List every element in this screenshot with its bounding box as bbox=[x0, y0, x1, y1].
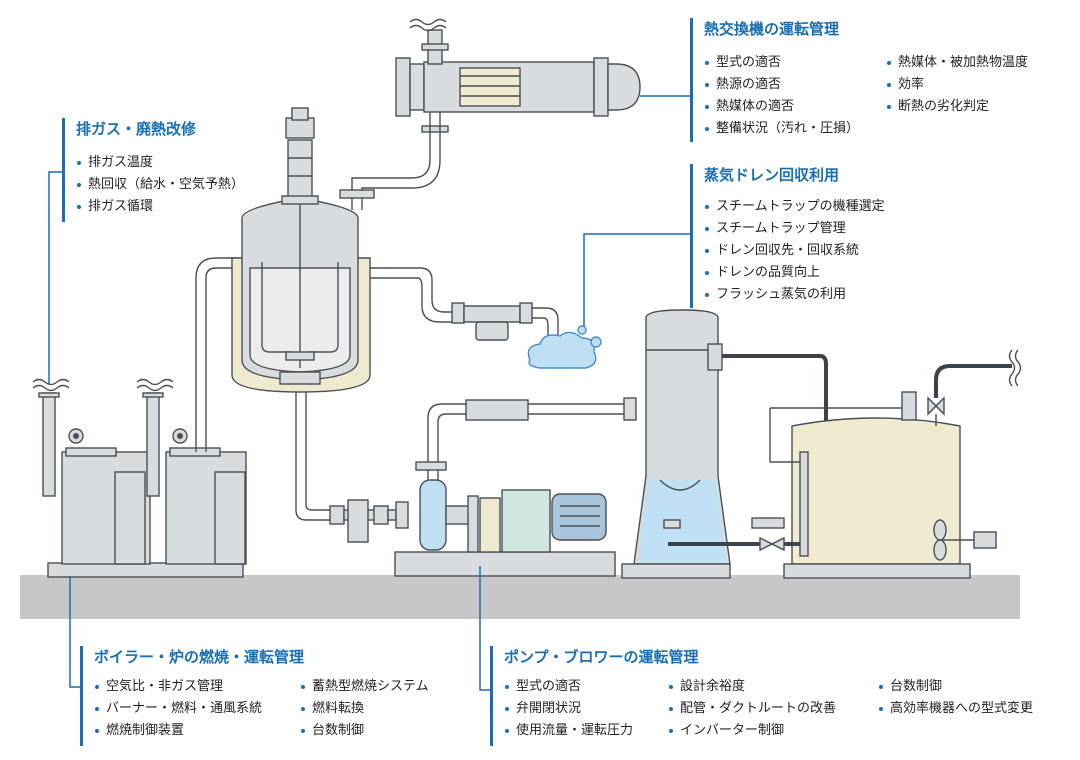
list-item: 型式の適否 bbox=[504, 676, 633, 698]
reactor-vessel bbox=[231, 107, 371, 521]
list-item: 設計余裕度 bbox=[668, 676, 836, 698]
list-item: 燃焼制御装置 bbox=[94, 720, 262, 742]
list-item: 排ガス循環 bbox=[76, 196, 244, 218]
list-item: 効率 bbox=[886, 74, 1028, 96]
panel-title: 蒸気ドレン回収利用 bbox=[704, 166, 840, 184]
list-item: 燃料転換 bbox=[300, 698, 429, 720]
heat-exchanger bbox=[339, 18, 641, 210]
panel-accent-bar bbox=[690, 164, 693, 308]
steam-trap bbox=[370, 267, 559, 341]
panel-pump: ポンプ・ブロワーの運転管理 型式の適否 弁開閉状況 使用流量・運転圧力 設計余裕… bbox=[490, 646, 1075, 746]
boiler-right bbox=[165, 428, 247, 565]
list-item: バーナー・燃料・通風系統 bbox=[94, 698, 262, 720]
list-item: フラッシュ蒸気の利用 bbox=[704, 284, 885, 306]
steam-pipe-boiler-reactor bbox=[195, 257, 238, 452]
list-item: 配管・ダクトルートの改善 bbox=[668, 698, 836, 720]
list-item: スチームトラップの機種選定 bbox=[704, 196, 885, 218]
list-item: 蓄熱型燃焼システム bbox=[300, 676, 429, 698]
list-item: 台数制御 bbox=[878, 676, 1033, 698]
pump-assembly bbox=[329, 397, 637, 577]
list-item: 型式の適否 bbox=[704, 52, 859, 74]
deaerator-tower bbox=[621, 309, 828, 579]
panel-exhaust: 排ガス・廃熱改修 排ガス温度 熱回収（給水・空気予熱） 排ガス循環 bbox=[62, 118, 302, 222]
panel-title: ポンプ・ブロワーの運転管理 bbox=[504, 648, 699, 666]
list-item: 高効率機器への型式変更 bbox=[878, 698, 1033, 720]
list-item: 熱媒体の適否 bbox=[704, 96, 859, 118]
panel-accent-bar bbox=[690, 18, 693, 142]
floor bbox=[20, 575, 1020, 619]
panel-accent-bar bbox=[490, 646, 493, 746]
list-item: 断熱の劣化判定 bbox=[886, 96, 1028, 118]
panel-heat-exchanger: 熱交換機の運転管理 型式の適否 熱源の適否 熱媒体の適否 整備状況（汚れ・圧損）… bbox=[690, 18, 1070, 142]
panel-title: 熱交換機の運転管理 bbox=[704, 20, 840, 38]
boiler-left bbox=[47, 428, 244, 578]
list-item: 熱媒体・被加熱物温度 bbox=[886, 52, 1028, 74]
exhaust-stacks bbox=[32, 378, 174, 497]
list-item: 熱源の適否 bbox=[704, 74, 859, 96]
list-item: 弁開閉状況 bbox=[504, 698, 633, 720]
flash-steam-cloud bbox=[527, 331, 597, 369]
leader-lines bbox=[48, 95, 690, 691]
list-item: 台数制御 bbox=[300, 720, 429, 742]
panel-accent-bar bbox=[62, 118, 65, 222]
list-item: ドレンの品質向上 bbox=[704, 262, 885, 284]
list-item: 空気比・非ガス管理 bbox=[94, 676, 262, 698]
panel-title: ボイラー・炉の燃焼・運転管理 bbox=[94, 648, 305, 666]
list-item: 整備状況（汚れ・圧損） bbox=[704, 118, 859, 140]
list-item: 使用流量・運転圧力 bbox=[504, 720, 633, 742]
list-item: ドレン回収先・回収系統 bbox=[704, 240, 885, 262]
list-item: スチームトラップ管理 bbox=[704, 218, 885, 240]
panel-accent-bar bbox=[80, 646, 83, 746]
list-item: インバーター制御 bbox=[668, 720, 836, 742]
panel-boiler: ボイラー・炉の燃焼・運転管理 空気比・非ガス管理 バーナー・燃料・通風系統 燃焼… bbox=[80, 646, 480, 746]
list-item: 熱回収（給水・空気予熱） bbox=[76, 174, 244, 196]
panel-title: 排ガス・廃熱改修 bbox=[76, 120, 197, 138]
list-item: 排ガス温度 bbox=[76, 152, 244, 174]
panel-steam-drain: 蒸気ドレン回収利用 スチームトラップの機種選定 スチームトラップ管理 ドレン回収… bbox=[690, 164, 950, 308]
hot-well-tank bbox=[668, 349, 1022, 579]
